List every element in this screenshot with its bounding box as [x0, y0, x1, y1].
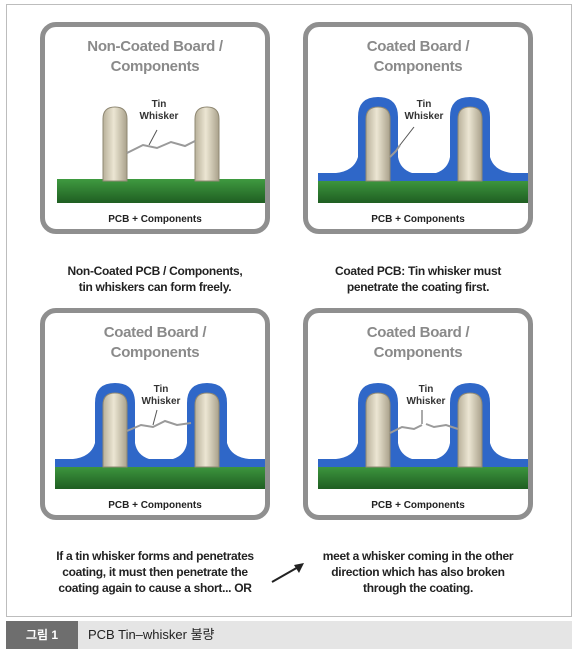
caption-top-left: Non-Coated PCB / Components, tin whisker…	[40, 263, 270, 295]
panel-title-line2: Components	[110, 344, 200, 361]
caption-top-right: Coated PCB: Tin whisker must penetrate t…	[303, 263, 533, 295]
whisker-label-line2: Whisker	[139, 111, 179, 122]
panel-title-line1: Coated Board /	[366, 324, 470, 341]
figure-title: PCB Tin–whisker 불량	[88, 627, 215, 642]
pcb-label: PCB + Components	[371, 500, 465, 511]
pcb-board	[55, 465, 265, 489]
whisker-label: Tin Whisker	[129, 99, 189, 123]
panel-coated-2: Coated Board / Components Tin Whisker PC…	[40, 308, 270, 520]
figure-label: 그림 1	[6, 621, 78, 649]
component-lead-left	[102, 392, 128, 468]
whisker-label-line2: Whisker	[141, 396, 181, 407]
pcb-board	[318, 465, 528, 489]
whisker-label: Tin Whisker	[396, 384, 456, 408]
coated-illustration	[318, 97, 528, 203]
component-lead-right	[194, 106, 220, 182]
whisker-label-line1: Tin	[416, 99, 432, 110]
panel-title-line2: Components	[110, 58, 200, 75]
panel-title-line2: Components	[373, 344, 463, 361]
panel-title: Coated Board / Components	[45, 323, 265, 363]
caption-line: If a tin whisker forms and penetrates	[56, 549, 254, 563]
tin-whisker-right	[425, 423, 459, 430]
caption-bottom-right: meet a whisker coming in the other direc…	[303, 548, 533, 596]
non-coated-illustration	[57, 106, 265, 203]
caption-line: coating, it must then penetrate the	[62, 565, 248, 579]
coated-meeting-illustration	[318, 383, 528, 489]
component-lead-left	[365, 106, 391, 182]
whisker-label-line2: Whisker	[404, 111, 444, 122]
caption-line: penetrate the coating first.	[346, 280, 490, 294]
whisker-label: Tin Whisker	[131, 384, 191, 408]
component-lead-right	[457, 106, 483, 182]
caption-line: Coated PCB: Tin whisker must	[334, 264, 502, 278]
caption-line: tin whiskers can form freely.	[78, 280, 232, 294]
pcb-label: PCB + Components	[108, 214, 202, 225]
component-lead-left	[102, 106, 128, 182]
panel-title-line1: Coated Board /	[366, 38, 470, 55]
whisker-label: Tin Whisker	[394, 99, 454, 123]
whisker-label-pointer	[148, 129, 158, 146]
panel-title-line1: Coated Board /	[103, 324, 207, 341]
caption-line: meet a whisker coming in the other	[322, 549, 514, 563]
panel-coated-1: Coated Board / Components Tin Whisker PC…	[303, 22, 533, 234]
panel-title: Coated Board / Components	[308, 37, 528, 77]
component-lead-right	[194, 392, 220, 468]
caption-line: through the coating.	[363, 581, 473, 595]
whisker-label-pointer	[152, 409, 158, 426]
whisker-label-line1: Tin	[418, 384, 434, 395]
caption-bottom-left: If a tin whisker forms and penetrates co…	[30, 548, 280, 596]
component-lead-left	[365, 392, 391, 468]
caption-line: Non-Coated PCB / Components,	[67, 264, 243, 278]
continuation-arrow-icon	[271, 563, 304, 583]
tin-whisker	[126, 419, 192, 432]
caption-line: coating again to cause a short... OR	[58, 581, 252, 595]
panel-title: Non-Coated Board / Components	[45, 37, 265, 77]
panel-non-coated: Non-Coated Board / Components Tin Whiske…	[40, 22, 270, 234]
whisker-label-line2: Whisker	[406, 396, 446, 407]
pcb-label: PCB + Components	[108, 500, 202, 511]
caption-line: direction which has also broken	[331, 565, 505, 579]
pcb-board	[57, 179, 265, 203]
component-lead-right	[457, 392, 483, 468]
pcb-board	[318, 179, 528, 203]
tin-whisker-left	[389, 424, 423, 434]
pcb-label: PCB + Components	[371, 214, 465, 225]
panel-title-line1: Non-Coated Board /	[87, 38, 223, 55]
tin-whisker	[389, 144, 401, 158]
panel-coated-3: Coated Board / Components Tin Whisker PC…	[303, 308, 533, 520]
tin-whisker	[126, 140, 196, 154]
whisker-label-pointer	[399, 126, 415, 146]
panel-title: Coated Board / Components	[308, 323, 528, 363]
coated-penetration-illustration	[55, 383, 265, 489]
whisker-label-line1: Tin	[151, 99, 167, 110]
figure-caption-bar: 그림 1 PCB Tin–whisker 불량	[6, 621, 572, 649]
panel-title-line2: Components	[373, 58, 463, 75]
whisker-label-line1: Tin	[153, 384, 169, 395]
